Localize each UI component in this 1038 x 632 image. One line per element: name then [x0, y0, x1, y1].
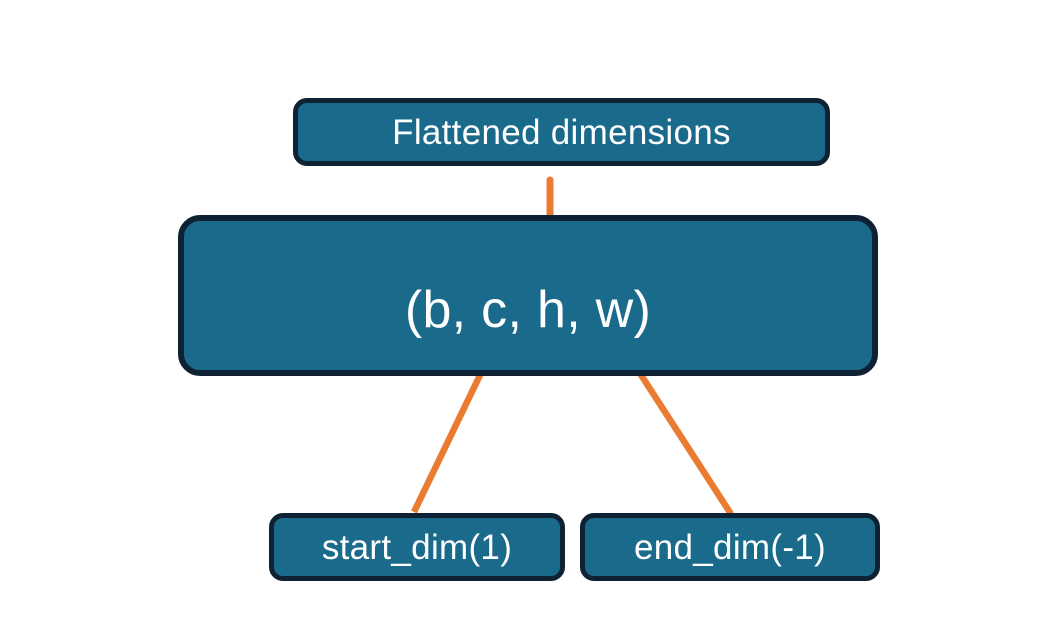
node-end-dim-label: end_dim(-1)	[634, 527, 826, 567]
node-start-dim-label: start_dim(1)	[321, 527, 513, 567]
node-end-dim: end_dim(-1)	[580, 513, 880, 581]
node-flattened-dimensions: Flattened dimensions	[293, 98, 830, 166]
node-start-dim: start_dim(1)	[269, 513, 565, 581]
node-flattened-dimensions-label: Flattened dimensions	[392, 112, 731, 152]
node-tensor-shape-label: (b, c, h, w)	[404, 280, 652, 339]
node-tensor-shape: (b, c, h, w)	[178, 215, 878, 376]
